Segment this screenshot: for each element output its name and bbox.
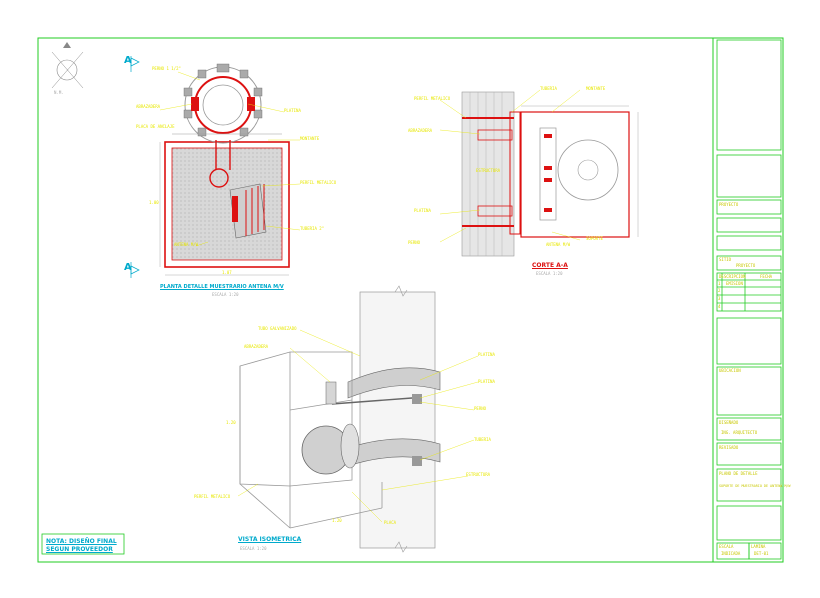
tb-sitio-value: PROYECTO	[736, 263, 756, 268]
plan-label: PLACA DE ANCLAJE	[136, 124, 175, 129]
iso-label: TUBERIA	[474, 437, 491, 442]
section-label: PERNO	[408, 240, 421, 245]
iso-label: PERFIL METALICO	[194, 494, 231, 499]
dim-iso-height: 1.20	[226, 420, 236, 425]
tb-rev-row: 2	[718, 288, 721, 293]
iso-label: PLATINA	[478, 379, 495, 384]
tb-plano: PLANO DE DETALLE	[719, 471, 758, 476]
plan-label: PERFIL METALICO	[300, 180, 337, 185]
tb-plano-value: SOPORTE DE MUESTRARIO DE ANTENA M/W	[719, 484, 791, 488]
section-label: SOPORTE	[586, 236, 603, 241]
section-mark-bottom: A	[124, 262, 132, 273]
tb-rev-header-date: FECHA	[760, 274, 773, 279]
north-arrow-icon	[51, 42, 84, 89]
tb-ubicacion: UBICACION	[719, 368, 741, 373]
iso-label: ESTRUCTURA	[466, 472, 491, 477]
tb-lamina-value: DET-01	[754, 551, 769, 556]
section-mark-top: A	[124, 55, 132, 66]
tb-rev-row: 4	[718, 304, 721, 309]
iso-label: PLATINA	[478, 352, 495, 357]
note-line-2: SEGUN PROVEEDOR	[46, 546, 113, 553]
iso-label: PLACA	[384, 520, 397, 525]
plan-scale: ESCALA 1:20	[212, 292, 239, 297]
tb-escala: ESCALA	[719, 544, 734, 549]
iso-label: ABRAZADERA	[244, 344, 269, 349]
section-label: ANTENA M/W	[546, 242, 571, 247]
iso-title: VISTA ISOMETRICA	[238, 536, 302, 543]
section-label: PERFIL METALICO	[414, 96, 451, 101]
note-box	[41, 533, 125, 555]
iso-scale: ESCALA 1:20	[240, 546, 267, 551]
section-label: ABRAZADERA	[408, 128, 433, 133]
section-view	[461, 91, 639, 257]
leader-lines	[159, 71, 581, 523]
section-label: MONTANTE	[586, 86, 606, 91]
section-label: TUBERIA	[540, 86, 557, 91]
tb-revisado: REVISADO	[719, 445, 739, 450]
note-line-1: NOTA: DISEÑO FINAL	[46, 538, 117, 545]
tb-lamina: LAMINA	[751, 544, 766, 549]
tb-rev-row: 3	[718, 296, 721, 301]
section-label: PLATINA	[414, 208, 431, 213]
tb-escala-value: INDICADA	[721, 551, 741, 556]
section-label: ESTRUCTURA	[476, 168, 501, 173]
dim-plan-width: 1.07	[222, 270, 232, 275]
tb-sitio: SITIO	[719, 257, 732, 262]
plan-label: PERNO 1 1/2"	[152, 66, 181, 71]
plan-label: ANTENA M/W	[174, 242, 199, 247]
iso-label: PERNO	[474, 406, 487, 411]
section-title: CORTE A-A	[532, 262, 568, 269]
tb-disenado: DISEÑADO	[719, 420, 739, 425]
plan-label: PLATINA	[284, 108, 301, 113]
tb-rev-desc: EMISION	[726, 281, 743, 286]
plan-title: PLANTA DETALLE MUESTRARIO ANTENA M/V	[160, 284, 284, 290]
isometric-view	[239, 285, 441, 553]
iso-label: TUBO GALVANIZADO	[258, 326, 297, 331]
sheet-frame	[37, 37, 784, 563]
tb-rev-header-desc: DESCRIPCION	[719, 274, 746, 279]
plan-label: ABRAZADERA	[136, 104, 161, 109]
tb-proyecto: PROYECTO	[719, 202, 739, 207]
tb-rev-row: 1	[718, 281, 721, 286]
plan-label: MONTANTE	[300, 136, 320, 141]
north-label: N.M.	[54, 90, 64, 95]
title-block	[716, 39, 782, 560]
section-marker-top	[130, 56, 140, 72]
dim-iso-width: 1.20	[332, 518, 342, 523]
dim-plan-height: 1.00	[149, 200, 159, 205]
plan-view	[159, 63, 290, 276]
section-marker-bottom	[130, 262, 140, 278]
section-scale: ESCALA 1:20	[536, 271, 563, 276]
plan-label: TUBERIA 2"	[300, 226, 325, 231]
tb-disenado-value: ING. ARQUITECTO	[721, 430, 758, 435]
